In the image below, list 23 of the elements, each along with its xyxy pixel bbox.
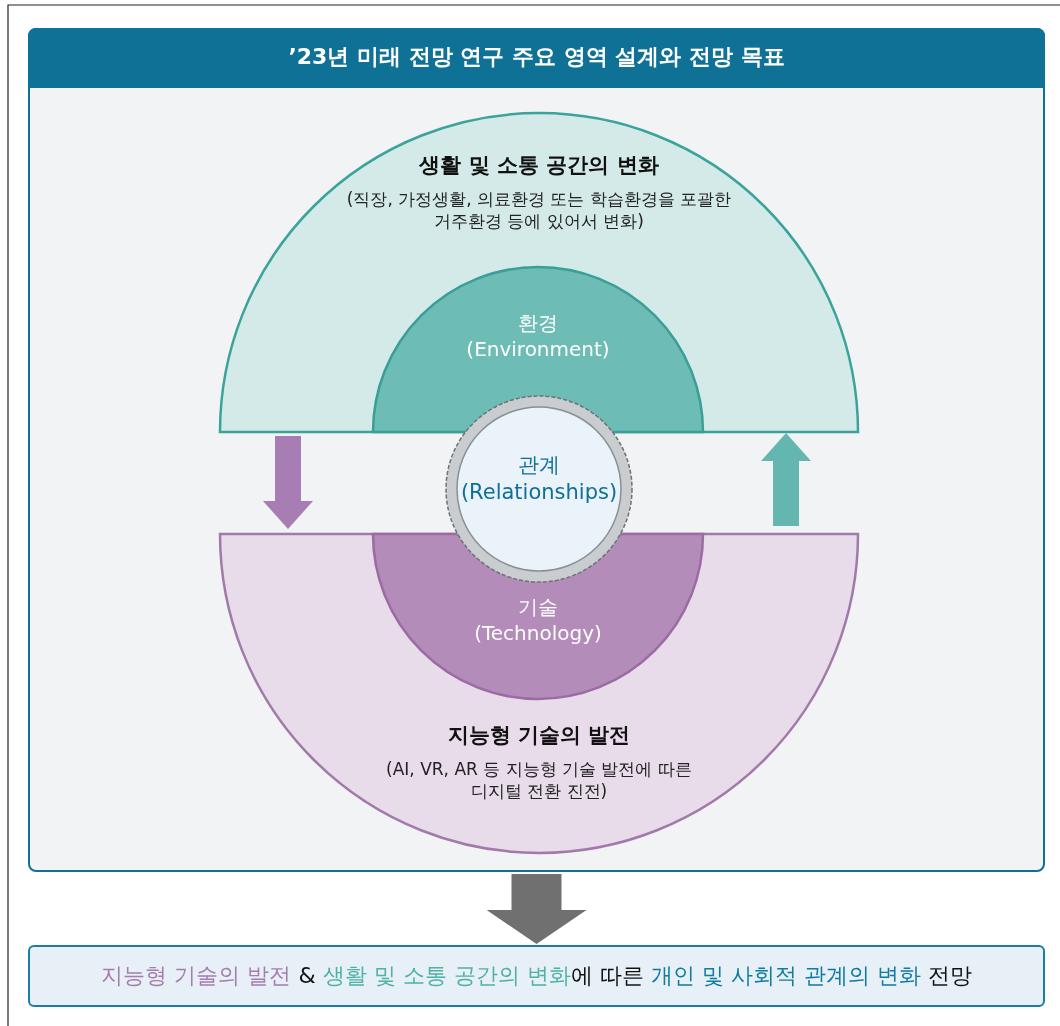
diagram-panel xyxy=(28,28,1045,872)
description: (직장, 가정생활, 의료환경 또는 학습환경을 포괄한 거주환경 등에 있어서 변화) xyxy=(345,188,733,233)
result-text: 개인 및 사회적 관계의 변화 xyxy=(650,963,921,988)
panel-title: ’23년 미래 전망 연구 주요 영역 설계와 전망 목표 xyxy=(287,43,786,71)
semicircle xyxy=(219,112,859,432)
result-text: 생활 및 소통 공간의 변화 xyxy=(322,963,571,988)
label: 관계 (Relationships) xyxy=(459,452,619,507)
arrow xyxy=(263,436,313,529)
result-text: 전망 xyxy=(927,963,972,988)
arrow xyxy=(761,433,811,526)
heading: 지능형 기술의 발전 xyxy=(446,722,632,749)
result-text: & xyxy=(298,963,316,988)
semicircle xyxy=(372,266,704,432)
arrow xyxy=(486,874,587,944)
semicircle xyxy=(219,534,859,854)
description: (AI, VR, AR 등 지능형 기술 발전에 따른 디지털 전환 진전) xyxy=(385,758,693,803)
result-text: 에 따른 xyxy=(570,963,644,988)
label: 기술 (Technology) xyxy=(473,594,603,646)
result-text: 지능형 기술의 발전 xyxy=(101,963,292,988)
heading: 생활 및 소통 공간의 변화 xyxy=(418,152,660,179)
result-box xyxy=(28,945,1045,1007)
label: 환경 (Environment) xyxy=(465,310,611,362)
circle xyxy=(444,394,634,584)
